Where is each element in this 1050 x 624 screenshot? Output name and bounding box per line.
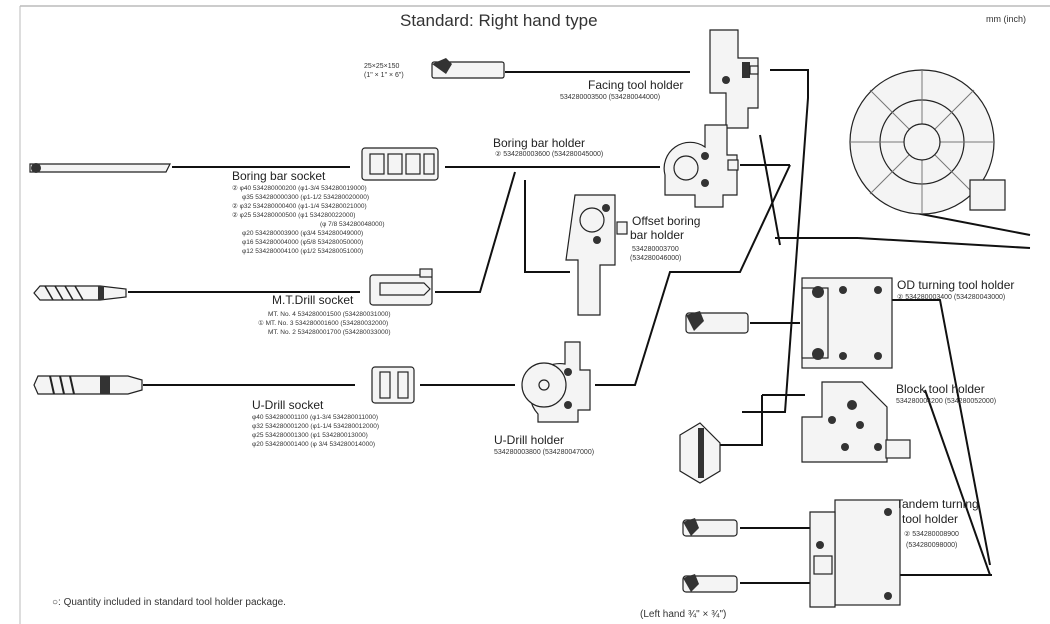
boring-bar-socket-row: φ16 534280004000 (φ5/8 534280050000)	[242, 238, 363, 247]
units-label: mm (inch)	[986, 15, 1026, 24]
tandem-tool-lower	[683, 574, 737, 592]
u-drill-socket-row: φ32 534280001200 (φ1-1/4 534280012000)	[252, 422, 379, 431]
boring-bar-holder-part	[664, 125, 738, 207]
boring-bar-socket-row: φ12 534280004100 (φ1/2 534280051000)	[242, 247, 363, 256]
facing-tool-size: 25×25×150	[364, 63, 399, 70]
u-drill-holder-parts: 534280003800 (534280047000)	[494, 449, 594, 456]
u-drill-socket-row: φ25 534280001300 (φ1 534280013000)	[252, 431, 368, 440]
block-tool-part	[680, 423, 720, 483]
mt-drill-tool	[34, 286, 126, 300]
od-turning-holder-part	[802, 278, 892, 368]
offset-boring-holder-part	[566, 195, 627, 315]
facing-tool-size-inch: (1" × 1" × 6")	[364, 72, 404, 79]
mt-drill-socket-row: ① MT. No. 3 534280001600 (534280032000)	[258, 319, 388, 328]
mt-drill-socket-row: MT. No. 2 534280001700 (534280033000)	[268, 328, 391, 337]
u-drill-socket-row: φ20 534280001400 (φ 3/4 534280014000)	[252, 440, 375, 449]
boring-bar-holder-label: Boring bar holder	[493, 137, 585, 149]
boring-bar-socket-label: Boring bar socket	[232, 170, 325, 182]
boring-bar-holder-parts: ② 534280003600 (534280045000)	[495, 151, 603, 158]
facing-tool-holder-parts: 534280003500 (534280044000)	[560, 94, 660, 101]
left-hand-note: (Left hand ¾" × ¾")	[640, 610, 726, 620]
mt-drill-socket-label: M.T.Drill socket	[272, 294, 353, 306]
block-tool-holder-part	[802, 382, 910, 462]
u-drill-socket-part	[372, 367, 414, 403]
od-turning-parts: ② 534280003400 (534280043000)	[897, 294, 1005, 301]
boring-bar-socket-row: ② φ25 534280000500 (φ1 534280022000)	[232, 211, 355, 220]
offset-boring-label-2: bar holder	[630, 229, 684, 241]
boring-bar-socket-row: φ20 534280003900 (φ3/4 534280049000)	[242, 229, 363, 238]
boring-bar-socket-row: ② φ40 534280000200 (φ1-3/4 534280019000)	[232, 184, 367, 193]
boring-bar-socket-row: φ35 534280000300 (φ1-1/2 534280020000)	[242, 193, 369, 202]
block-tool-parts: 534280004200 (534280052000)	[896, 398, 996, 405]
facing-tool-shank	[432, 58, 504, 78]
facing-tool-holder-part	[710, 30, 758, 128]
offset-boring-label-1: Offset boring	[632, 215, 700, 227]
tandem-part-1: ② 534280008900	[904, 531, 959, 538]
tandem-part-2: (534280098000)	[906, 542, 957, 549]
u-drill-socket-label: U-Drill socket	[252, 399, 323, 411]
mt-drill-socket-part	[370, 269, 432, 305]
boring-bar-socket-part	[362, 148, 438, 180]
tandem-label-2: tool holder	[902, 513, 958, 525]
od-turning-label: OD turning tool holder	[897, 279, 1014, 291]
boring-bar-socket-row: (φ 7/8 534280048000)	[320, 220, 385, 229]
u-drill-holder-label: U-Drill holder	[494, 434, 564, 446]
footer-note: ○: Quantity included in standard tool ho…	[52, 598, 286, 608]
turret-part	[850, 70, 1005, 214]
facing-tool-holder-label: Facing tool holder	[588, 79, 683, 91]
u-drill-tool	[34, 376, 142, 394]
u-drill-holder-part	[522, 342, 590, 422]
mt-drill-socket-row: MT. No. 4 534280001500 (534280031000)	[268, 310, 391, 319]
boring-bar-socket-row: ② φ32 534280000400 (φ1-1/4 534280021000)	[232, 202, 367, 211]
tandem-tool-upper	[683, 518, 737, 536]
page-title: Standard: Right hand type	[400, 12, 598, 29]
od-turning-tool	[686, 311, 748, 333]
offset-boring-part-1: 534280003700	[632, 246, 679, 253]
tandem-label-1: Tandem turning	[896, 498, 979, 510]
tandem-holder-part	[810, 500, 900, 607]
u-drill-socket-row: φ40 534280001100 (φ1-3/4 534280011000)	[252, 413, 378, 422]
boring-bar-tool	[30, 163, 170, 173]
block-tool-label: Block tool holder	[896, 383, 985, 395]
offset-boring-part-2: (534280046000)	[630, 255, 681, 262]
